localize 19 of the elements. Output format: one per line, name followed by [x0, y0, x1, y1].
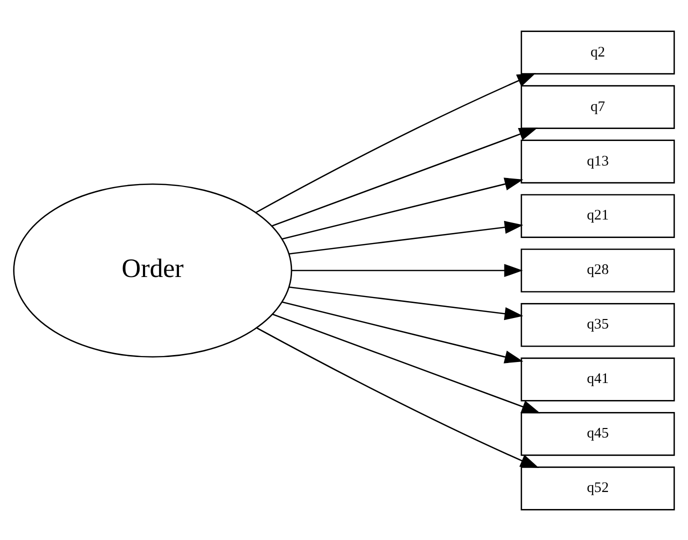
node-box: q7 [520, 84, 675, 128]
node-box: q35 [520, 302, 675, 346]
arrow [256, 326, 540, 468]
arrow [292, 263, 523, 277]
node-box: q41 [520, 357, 675, 401]
arrow [289, 220, 524, 254]
arrow [256, 72, 536, 213]
arrow [289, 286, 524, 320]
node-box: q28 [520, 248, 675, 292]
node-box: q52 [520, 466, 675, 510]
node-box: q13 [520, 139, 675, 183]
node-box: q21 [520, 194, 675, 238]
node-ellipse: Order [13, 182, 292, 358]
node-box: q2 [520, 30, 675, 74]
arrow [282, 177, 524, 240]
arrow [282, 300, 524, 363]
arrow [272, 127, 538, 226]
node-box: q45 [520, 412, 675, 456]
arrow [272, 313, 540, 413]
